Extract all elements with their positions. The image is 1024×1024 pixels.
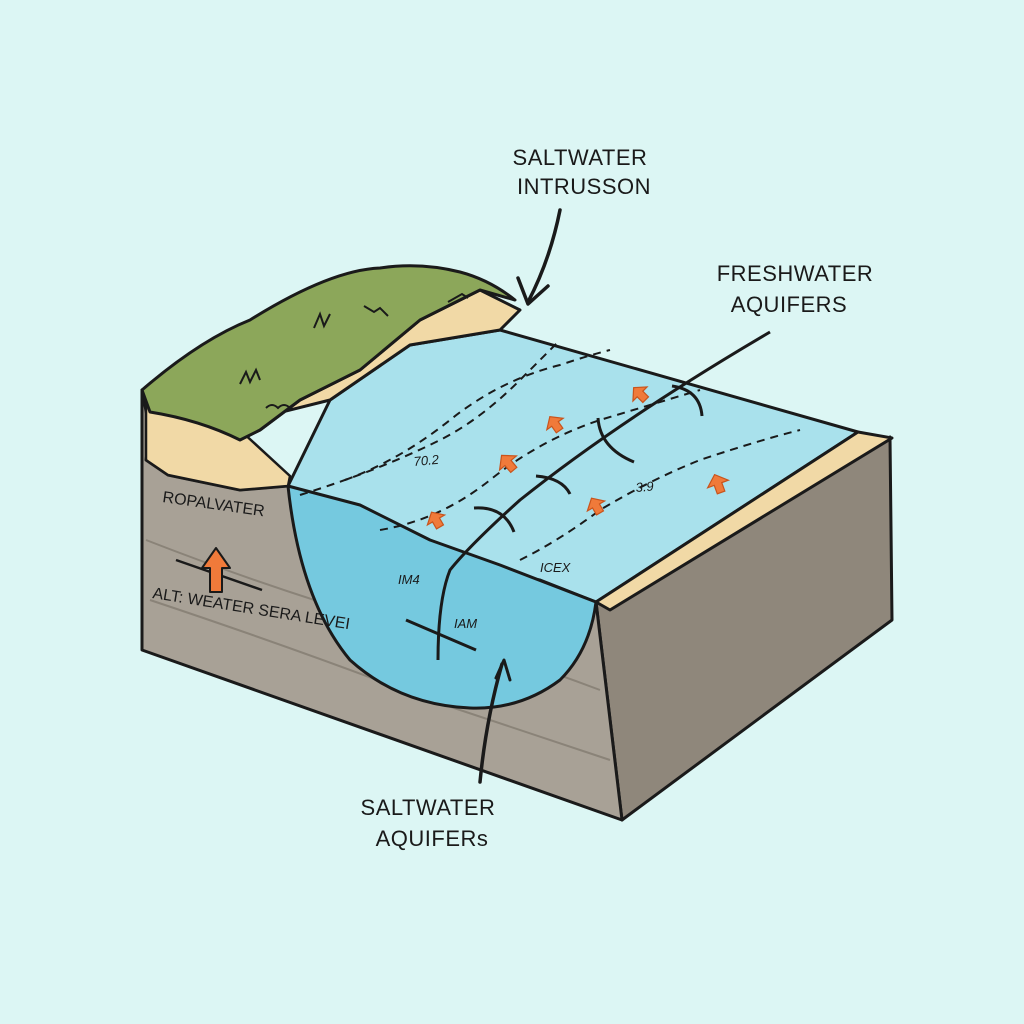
saltwater-intrusion-label-line2: INTRUSSON	[517, 174, 651, 199]
saltwater-aquifers-label-line2: AQUIFERs	[376, 826, 489, 851]
water-mark-iam: IAM	[454, 616, 477, 631]
water-mark-3-9: 3.9	[635, 478, 654, 495]
freshwater-aquifers-label-line2: AQUIFERS	[731, 292, 847, 317]
saltwater-intrusion-label-line1: SALTWATER	[513, 145, 648, 170]
water-mark-im4: IM4	[398, 572, 420, 587]
freshwater-aquifers-label-line1: FRESHWATER	[717, 261, 874, 286]
saltwater-intrusion-arrow	[518, 210, 560, 304]
water-mark-70-2: 70.2	[413, 452, 440, 469]
water-mark-icex: ICEX	[540, 560, 572, 575]
saltwater-aquifers-label-line1: SALTWATER	[361, 795, 496, 820]
